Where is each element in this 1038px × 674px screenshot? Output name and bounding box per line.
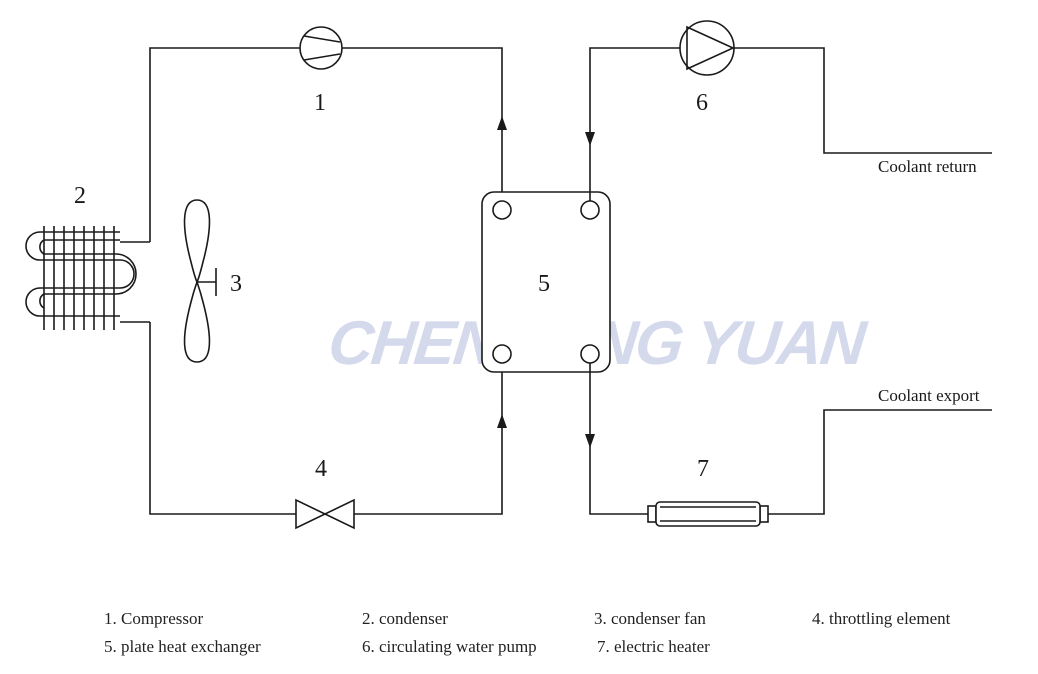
- condenser-outlet-pipe: [149, 322, 296, 515]
- compressor-outlet-pipe: [342, 47, 503, 194]
- coolant-loop: [589, 47, 992, 515]
- coolant-export-label: Coolant export: [878, 386, 980, 405]
- label-circulating-water-pump: 6: [696, 90, 708, 116]
- throttle-outlet-pipe: [354, 370, 503, 515]
- legend-item: 2. condenser: [362, 609, 448, 628]
- pump-outlet-pipe: [589, 47, 680, 201]
- refrigerant-loop: [120, 47, 503, 515]
- condenser-coil-symbol: [25, 226, 137, 330]
- electric-heater-symbol: [647, 501, 769, 527]
- arrow-up-icon: [497, 414, 507, 428]
- throttle-valve-symbol: [295, 498, 355, 530]
- compressor-discharge-pipe: [149, 47, 300, 242]
- label-throttling-element: 4: [315, 456, 327, 482]
- coolant-return-label: Coolant return: [878, 157, 977, 176]
- label-condenser: 2: [74, 183, 86, 209]
- fan-icon: [183, 199, 217, 363]
- legend-item: 6. circulating water pump: [362, 637, 537, 656]
- pump-icon: [679, 20, 735, 76]
- arrow-down-icon: [585, 132, 595, 146]
- label-electric-heater: 7: [697, 456, 709, 482]
- coolant-export-pipe: [768, 409, 992, 515]
- compressor-symbol: [299, 26, 343, 70]
- legend-item: 3. condenser fan: [594, 609, 706, 628]
- coolant-return-pipe: [734, 47, 992, 154]
- arrow-down-icon: [585, 434, 595, 448]
- label-condenser-fan: 3: [230, 271, 242, 297]
- legend-item: 7. electric heater: [597, 637, 710, 656]
- plate-heat-exchanger-symbol: [481, 191, 611, 373]
- exchanger-outlet-pipe: [589, 363, 648, 515]
- label-plate-heat-exchanger: 5: [538, 271, 550, 297]
- arrow-up-icon: [497, 116, 507, 130]
- legend-item: 5. plate heat exchanger: [104, 637, 261, 656]
- label-compressor: 1: [314, 90, 326, 116]
- legend-item: 4. throttling element: [812, 609, 951, 628]
- legend-item: 1. Compressor: [104, 609, 204, 628]
